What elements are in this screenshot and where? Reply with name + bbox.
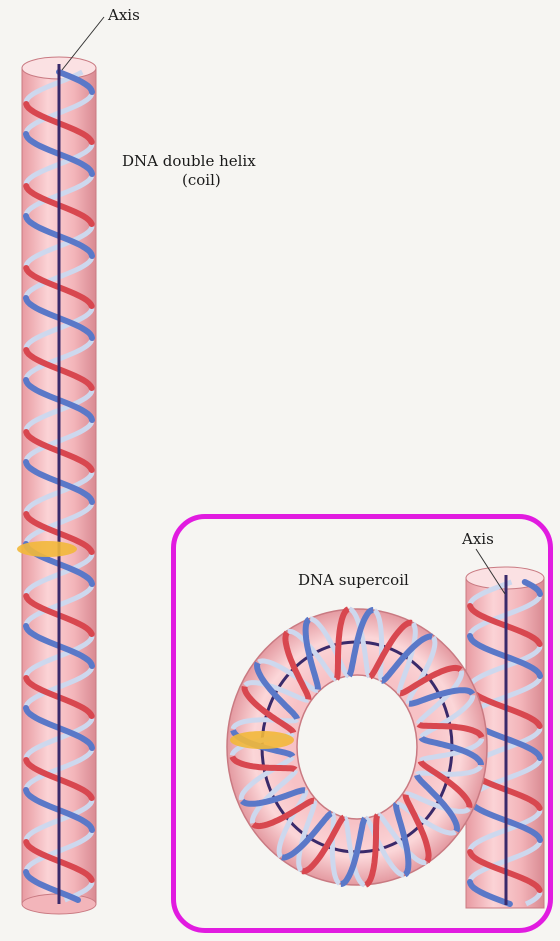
helix-marker xyxy=(17,541,77,557)
torus-hole xyxy=(297,675,417,819)
dna-supercoil xyxy=(227,549,544,908)
axis-label-inset: Axis xyxy=(462,530,494,548)
supercoil-title: DNA supercoil xyxy=(298,571,409,589)
double-helix-subtitle: (coil) xyxy=(182,171,221,189)
supercoil-marker xyxy=(230,731,294,749)
double-helix-title: DNA double helix xyxy=(122,152,256,170)
double-helix-coil xyxy=(17,57,96,914)
axis-label-top: Axis xyxy=(108,6,140,24)
